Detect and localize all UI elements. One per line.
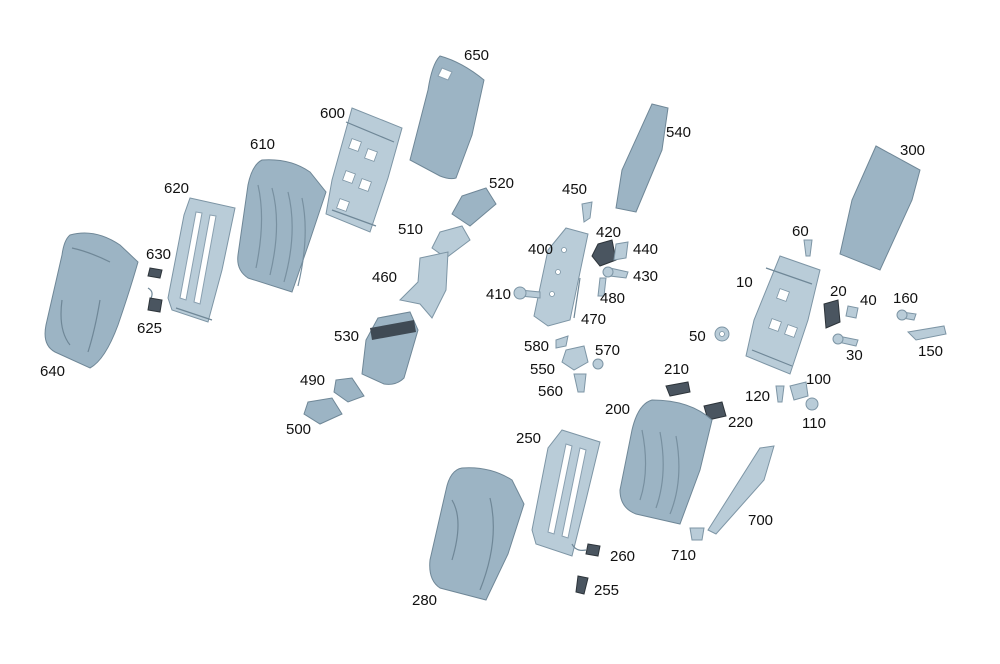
callout-210: 210 [664, 361, 689, 378]
callout-200: 200 [605, 401, 630, 418]
callout-160: 160 [893, 290, 918, 307]
part-10-structure-panel [745, 255, 821, 375]
callout-520: 520 [489, 175, 514, 192]
part-400-rail [533, 227, 589, 327]
callout-50: 50 [689, 328, 706, 345]
part-100-clip [789, 381, 809, 401]
part-510-guide [431, 225, 471, 259]
callout-410: 410 [486, 286, 511, 303]
part-255-plug [575, 575, 589, 595]
callout-30: 30 [846, 347, 863, 364]
callout-10: 10 [736, 274, 753, 291]
callout-150: 150 [918, 343, 943, 360]
part-620-backrest-frame [167, 197, 236, 323]
callout-440: 440 [633, 241, 658, 258]
part-210-cover [665, 381, 691, 397]
callout-620: 620 [164, 180, 189, 197]
callout-100: 100 [806, 371, 831, 388]
callout-300: 300 [900, 142, 925, 159]
part-440-clip [613, 241, 629, 261]
callout-490: 490 [300, 372, 325, 389]
callout-630: 630 [146, 246, 171, 263]
callout-120: 120 [745, 388, 770, 405]
part-450-screw [581, 201, 593, 223]
part-710-clip [689, 527, 705, 541]
callout-420: 420 [596, 224, 621, 241]
part-625-connector [147, 287, 163, 313]
callout-labels: 640 630 625 620 610 600 650 520 510 460 … [40, 47, 943, 609]
part-300-back-panel [839, 145, 921, 271]
part-40-clip [845, 305, 859, 319]
part-160-screw [896, 309, 917, 321]
callout-460: 460 [372, 269, 397, 286]
callout-700: 700 [748, 512, 773, 529]
part-480-screw [597, 277, 607, 297]
part-540-panel [615, 103, 669, 213]
part-430-bolt [602, 266, 629, 279]
part-60-screw [803, 239, 813, 257]
callout-600: 600 [320, 105, 345, 122]
callout-530: 530 [334, 328, 359, 345]
part-30-bolt [832, 333, 859, 347]
callout-250: 250 [516, 430, 541, 447]
part-460-bracket [398, 251, 449, 319]
callout-450: 450 [562, 181, 587, 198]
part-150-bracket [906, 325, 947, 341]
part-50-washer [714, 326, 730, 342]
callout-580: 580 [524, 338, 549, 355]
callout-650: 650 [464, 47, 489, 64]
part-550-bracket [561, 345, 589, 371]
part-610-backrest-shell [237, 159, 327, 293]
callout-560: 560 [538, 383, 563, 400]
callout-280: 280 [412, 592, 437, 609]
part-200-backrest-shell [619, 399, 713, 525]
part-490-cover [333, 377, 365, 403]
callout-625: 625 [137, 320, 162, 337]
part-410-bolt [513, 286, 541, 300]
part-420-motor [591, 239, 617, 267]
callout-470: 470 [581, 311, 606, 328]
callout-255: 255 [594, 582, 619, 599]
callout-260: 260 [610, 548, 635, 565]
part-520-top-cover [451, 187, 497, 227]
callout-430: 430 [633, 268, 658, 285]
callout-60: 60 [792, 223, 809, 240]
callout-550: 550 [530, 361, 555, 378]
part-600-structure-panel [325, 107, 403, 233]
part-700-side-trim [707, 445, 775, 535]
callout-640: 640 [40, 363, 65, 380]
part-120-screw [775, 385, 785, 403]
callout-110: 110 [802, 415, 826, 432]
callout-480: 480 [600, 290, 625, 307]
part-20-motor [823, 299, 841, 329]
part-280-backrest-cushion [429, 467, 525, 601]
callout-710: 710 [671, 547, 696, 564]
part-470-strip [573, 277, 581, 319]
callout-510: 510 [398, 221, 423, 238]
callout-20: 20 [830, 283, 847, 300]
callout-610: 610 [250, 136, 275, 153]
part-260-connector [571, 543, 601, 557]
part-630-clip [147, 267, 163, 279]
callout-400: 400 [528, 241, 553, 258]
part-640-backrest-cushion [44, 232, 139, 369]
callout-40: 40 [860, 292, 877, 309]
callout-220: 220 [728, 414, 753, 431]
part-110-bolt [805, 397, 819, 411]
part-560-bolt [573, 373, 587, 393]
part-580-clip [555, 335, 569, 349]
callout-570: 570 [595, 342, 620, 359]
callout-540: 540 [666, 124, 691, 141]
part-530-housing [361, 311, 419, 385]
part-250-backrest-frame [531, 429, 601, 557]
part-500-cover [303, 397, 343, 425]
part-570-screw [592, 358, 604, 370]
part-650-back-panel [409, 55, 485, 180]
callout-500: 500 [286, 421, 311, 438]
